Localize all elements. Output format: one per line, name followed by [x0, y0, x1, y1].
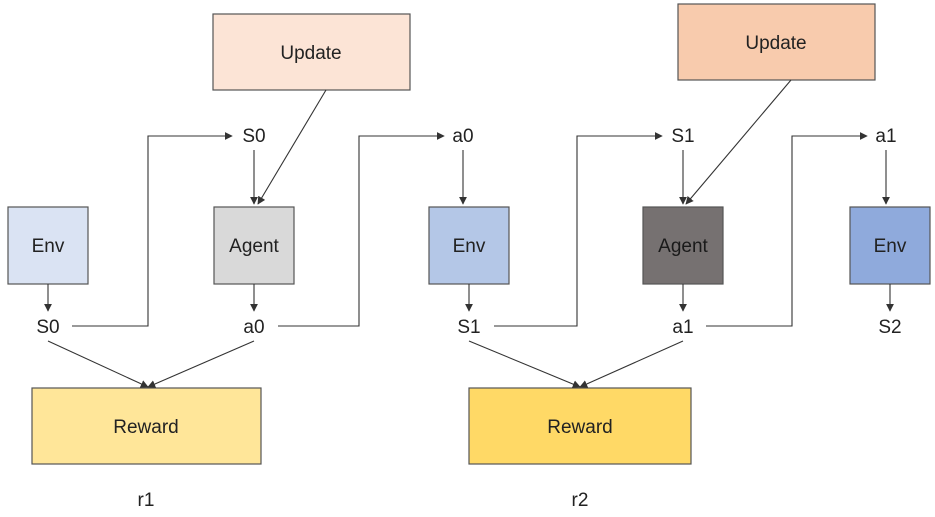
edge-a0-elbow-to-a0-top: [278, 132, 445, 327]
reward-box-1-label: Reward: [113, 417, 178, 438]
state-label-s0-bottom: S0: [36, 317, 59, 338]
action-label-a1-bottom: a1: [672, 317, 693, 338]
env-box-1: [7, 206, 89, 285]
state-label-s1-bottom: S1: [457, 317, 480, 338]
update-box-2: [677, 3, 876, 81]
state-label-s1-top: S1: [671, 126, 694, 147]
edge-a1-to-reward2: [579, 340, 684, 388]
edge-update2-to-agent2: [685, 79, 792, 205]
env-box-1-label: Env: [32, 236, 65, 257]
reward-value-r2: r2: [572, 490, 589, 511]
reward-box-1: [31, 387, 262, 465]
edge-s1-elbow-to-s1-top: [494, 132, 663, 327]
edge-s1-to-reward2: [468, 340, 581, 388]
state-label-s0-top: S0: [242, 126, 265, 147]
action-label-a0-bottom: a0: [243, 317, 264, 338]
edge-s0-elbow-to-s0-top: [72, 132, 233, 327]
agent-box-2-label: Agent: [658, 236, 708, 257]
reward-box-2: [468, 387, 692, 465]
reward-value-r1: r1: [138, 490, 155, 511]
agent-box-1: [213, 206, 295, 285]
action-label-a0-top: a0: [452, 126, 473, 147]
edge-a0-to-reward1: [147, 340, 255, 388]
env-box-2-label: Env: [453, 236, 486, 257]
state-label-s2-bottom: S2: [878, 317, 901, 338]
update-box-1-label: Update: [280, 43, 341, 64]
update-box-2-label: Update: [745, 33, 806, 54]
reward-box-2-label: Reward: [547, 417, 612, 438]
agent-box-2: [642, 206, 724, 285]
edge-s0-to-reward1: [47, 340, 149, 388]
edge-a1-elbow-to-a1-top: [706, 132, 868, 327]
update-box-1: [212, 13, 411, 91]
agent-box-1-label: Agent: [229, 236, 279, 257]
env-box-3-label: Env: [874, 236, 907, 257]
action-label-a1-top: a1: [875, 126, 896, 147]
edge-update1-to-agent1: [257, 89, 327, 205]
